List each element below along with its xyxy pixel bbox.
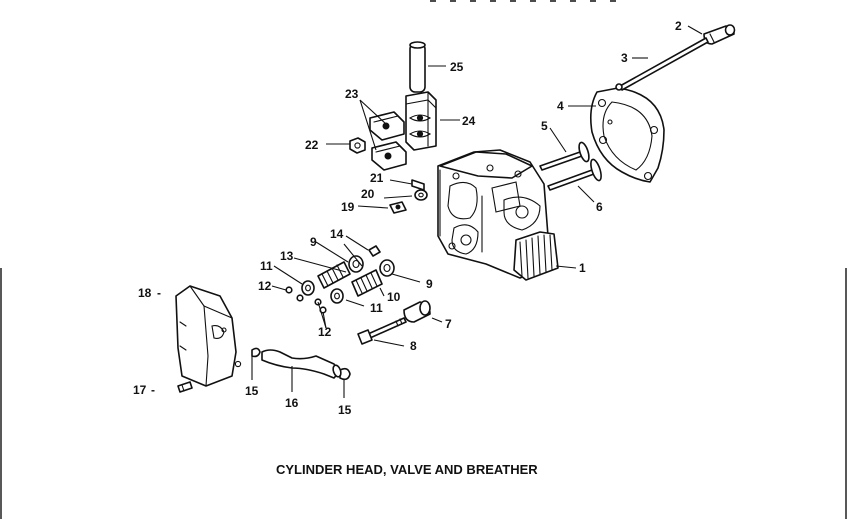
callout-20: 20: [361, 187, 375, 201]
callout-dash-17: -: [151, 383, 155, 397]
part-15-clamp-right[interactable]: [339, 367, 351, 381]
callout-18: 18: [138, 286, 152, 300]
part-18-breather-cover[interactable]: [175, 285, 242, 387]
part-24-rocker-bracket[interactable]: [405, 91, 437, 151]
callout-9-lower: 9: [426, 277, 433, 291]
callout-6: 6: [596, 200, 603, 214]
part-5-intake-valve[interactable]: [539, 141, 591, 171]
diagram-caption: CYLINDER HEAD, VALVE AND BREATHER: [276, 462, 538, 477]
part-2-cap[interactable]: [703, 24, 736, 45]
callout-14: 14: [330, 227, 344, 241]
part-13-valve-spring-upper[interactable]: [317, 261, 351, 289]
callout-17: 17: [133, 383, 147, 397]
part-3-rod[interactable]: [615, 37, 709, 91]
part-12-seal-upper[interactable]: [285, 286, 304, 302]
callout-5: 5: [541, 119, 548, 133]
leader-lines: [251, 25, 703, 398]
callout-1: 1: [579, 261, 586, 275]
part-23-rocker-arm-upper[interactable]: [369, 111, 405, 141]
part-16-breather-tube[interactable]: [261, 349, 342, 379]
part-11-washer-lower[interactable]: [330, 288, 344, 304]
callout-labels: 1 2 3 4 5 6 7 8 9 9 10 11 11 12 12 13 14…: [133, 19, 682, 417]
part-14-valve-keeper[interactable]: [368, 245, 381, 257]
part-1-cylinder-head[interactable]: [437, 149, 559, 281]
part-25-push-rod[interactable]: [409, 41, 426, 93]
part-9-spring-retainer-upper[interactable]: [348, 255, 364, 273]
part-20-washer[interactable]: [414, 189, 428, 201]
callout-22: 22: [305, 138, 319, 152]
part-7-bushing[interactable]: [403, 300, 431, 323]
part-17-screw[interactable]: [177, 381, 193, 393]
part-23-rocker-arm-lower[interactable]: [371, 141, 407, 171]
callout-8: 8: [410, 339, 417, 353]
callout-21: 21: [370, 171, 384, 185]
callout-13: 13: [280, 249, 294, 263]
part-11-washer-upper[interactable]: [301, 280, 315, 296]
callout-3: 3: [621, 51, 628, 65]
part-21-guide-plate[interactable]: [411, 179, 425, 191]
callout-12-upper: 12: [258, 279, 272, 293]
callout-15-left: 15: [245, 384, 259, 398]
callout-11-upper: 11: [260, 259, 273, 273]
callout-12-lower: 12: [318, 325, 332, 339]
callout-16: 16: [285, 396, 299, 410]
callout-15-right: 15: [338, 403, 352, 417]
callout-dash-18: -: [157, 286, 161, 300]
callout-2: 2: [675, 19, 682, 33]
callout-25: 25: [450, 60, 464, 74]
part-4-head-gasket[interactable]: [590, 87, 665, 183]
callout-10: 10: [387, 290, 401, 304]
part-15-clamp-left[interactable]: [251, 347, 261, 358]
part-9-spring-retainer-lower[interactable]: [379, 259, 395, 277]
callout-24: 24: [462, 114, 476, 128]
part-8-bolt[interactable]: [357, 317, 407, 345]
part-10-valve-spring-lower[interactable]: [351, 269, 383, 297]
callout-19: 19: [341, 200, 355, 214]
callout-4: 4: [557, 99, 564, 113]
callout-11-lower: 11: [370, 301, 383, 315]
callout-23: 23: [345, 87, 359, 101]
part-19-screw[interactable]: [389, 201, 407, 214]
part-6-exhaust-valve[interactable]: [547, 158, 603, 191]
part-22-nut[interactable]: [349, 137, 366, 154]
callout-7: 7: [445, 317, 452, 331]
callout-9-upper: 9: [310, 235, 317, 249]
